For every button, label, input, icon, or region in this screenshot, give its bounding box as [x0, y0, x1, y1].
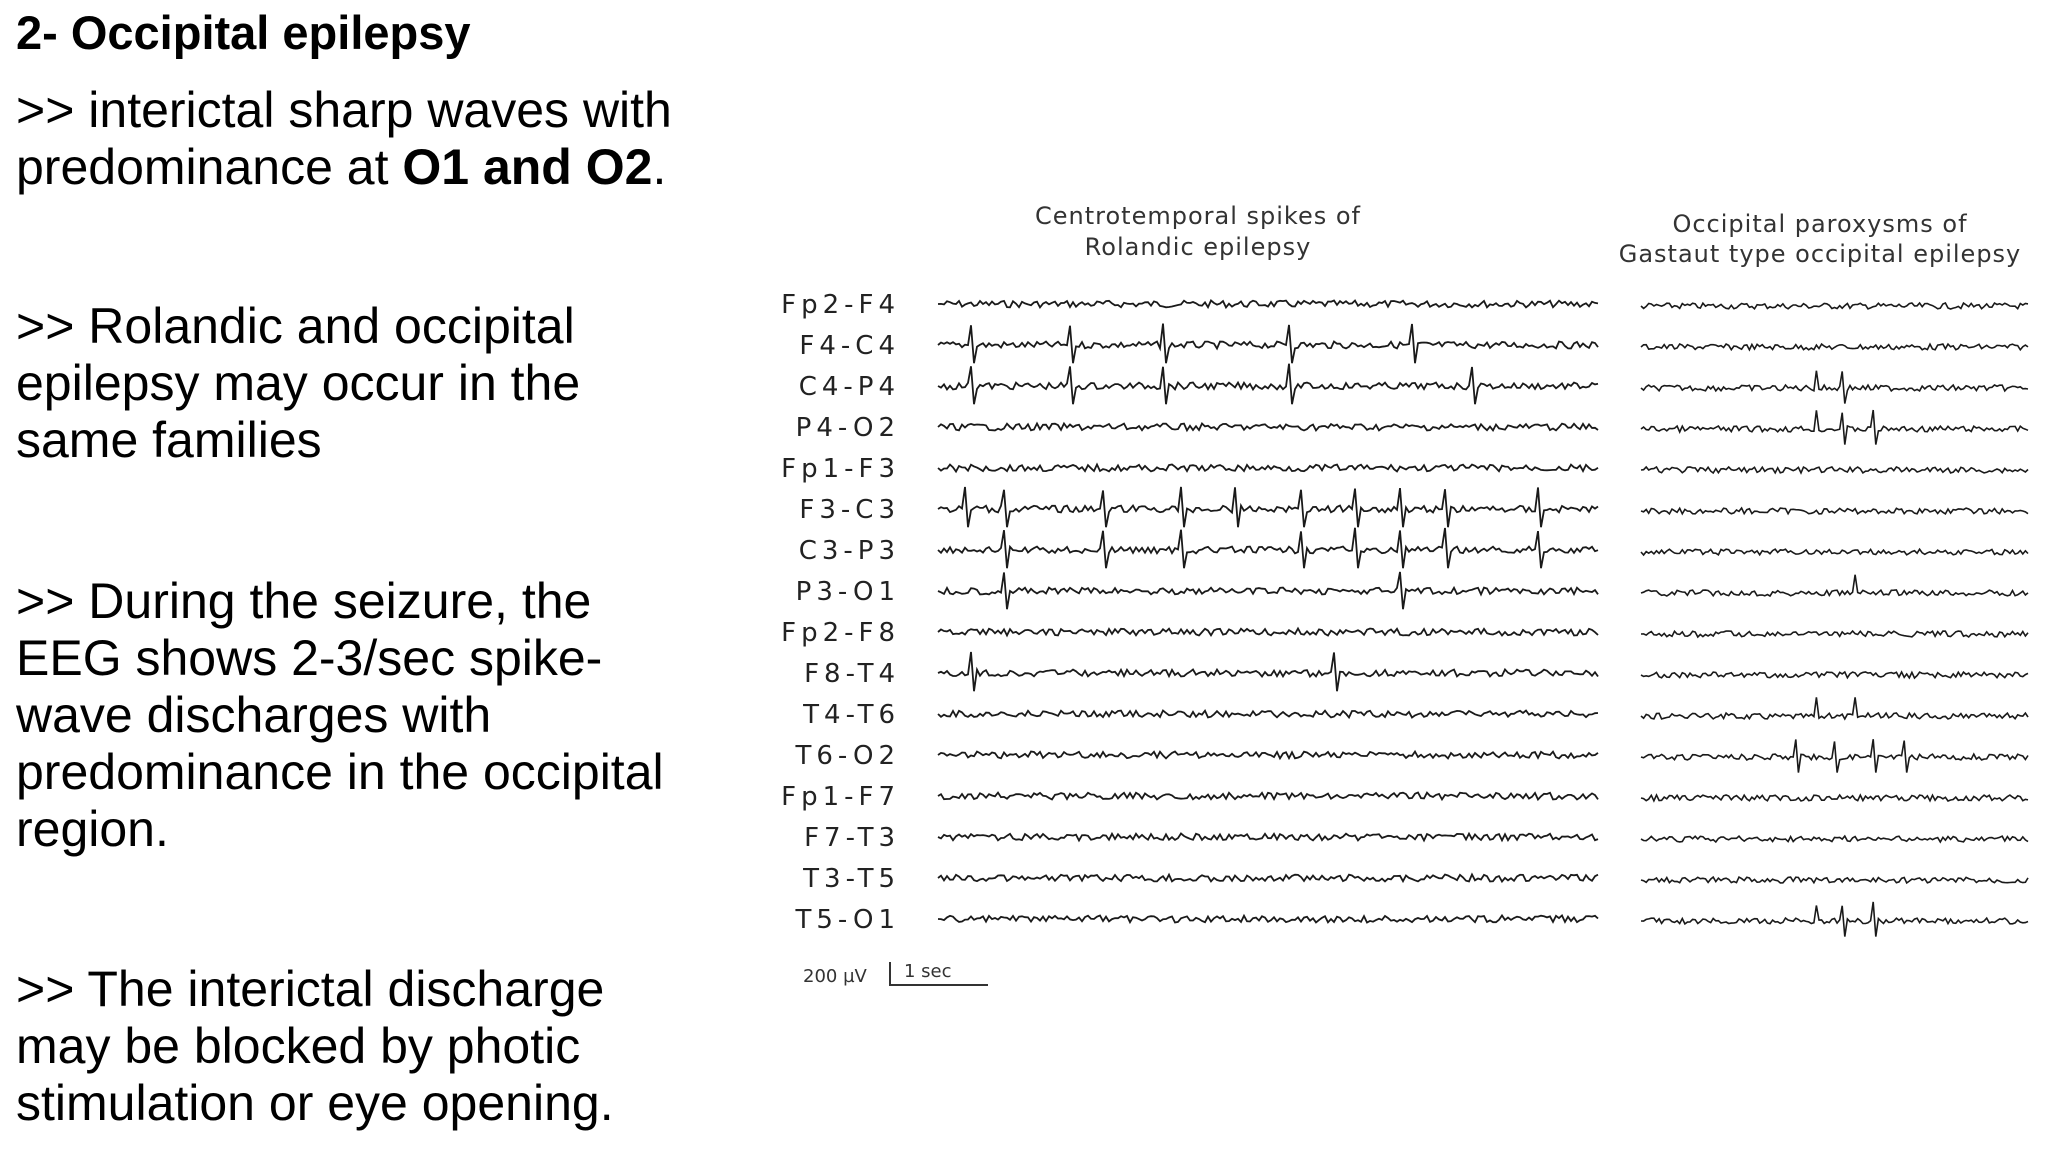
eeg-trace-fp1-f3 — [1640, 465, 2029, 475]
eeg-trace-p4-o2 — [1640, 409, 2029, 445]
channel-label: F8-T4 — [804, 659, 900, 689]
eeg-trace-t3-t5 — [937, 872, 1599, 884]
eeg-trace-fp1-f7 — [937, 791, 1599, 802]
eeg-trace-p3-o1 — [1640, 574, 2029, 598]
rolandic-eeg-traces — [937, 299, 1599, 925]
eeg-trace-f4-c4 — [1640, 342, 2029, 352]
eeg-trace-fp2-f8 — [1640, 629, 2029, 639]
bullet-line: same families — [16, 412, 322, 468]
channel-label: T5-O1 — [794, 905, 900, 935]
eeg-figure: Centrotemporal spikes of Rolandic epilep… — [781, 202, 2029, 987]
bullet-line: >> The interictal discharge — [16, 961, 605, 1017]
eeg-trace-c3-p3 — [1640, 547, 2029, 557]
channel-labels: Fp2-F4F4-C4C4-P4P4-O2Fp1-F3F3-C3C3-P3P3-… — [781, 290, 900, 935]
eeg-trace-f7-t3 — [1640, 834, 2029, 844]
channel-label: C4-P4 — [799, 372, 900, 402]
bullet-line: >> interictal sharp waves with — [16, 82, 672, 138]
eeg-trace-c3-p3 — [937, 527, 1599, 569]
eeg-trace-fp1-f7 — [1640, 793, 2029, 803]
channel-label: F4-C4 — [799, 331, 900, 361]
eeg-trace-fp2-f4 — [937, 299, 1599, 310]
bullet-line: EEG shows 2-3/sec spike- — [16, 630, 603, 686]
eeg-trace-t3-t5 — [1640, 875, 2029, 885]
eeg-trace-f8-t4 — [1640, 670, 2029, 680]
eeg-trace-c4-p4 — [937, 363, 1599, 405]
eeg-trace-p3-o1 — [937, 571, 1599, 610]
channel-label: F3-C3 — [799, 495, 900, 525]
eeg-trace-t5-o1 — [1640, 901, 2029, 937]
bullet-line: wave discharges with — [16, 687, 492, 743]
bullet-bold-text: O1 and O2 — [402, 139, 653, 195]
eeg-trace-f3-c3 — [937, 486, 1599, 528]
eeg-trace-f3-c3 — [1640, 506, 2029, 516]
bullet-text: predominance at — [16, 139, 403, 195]
bullet-rolandic-occipital: >> Rolandic and occipital epilepsy may o… — [16, 298, 746, 469]
bullet-line: may be blocked by photic — [16, 1018, 581, 1074]
occipital-eeg-traces — [1640, 301, 2029, 937]
bullet-text: . — [652, 139, 667, 195]
left-caption-line-1: Centrotemporal spikes of — [1035, 202, 1361, 230]
eeg-trace-t6-o2 — [1640, 739, 2029, 773]
bullet-line: region. — [16, 801, 169, 857]
scale-amplitude-label: 200 µV — [803, 966, 868, 987]
right-caption-line-1: Occipital paroxysms of — [1672, 210, 1967, 238]
channel-label: P3-O1 — [796, 577, 900, 607]
bullet-during-seizure: >> During the seizure, the EEG shows 2-3… — [16, 573, 746, 858]
eeg-trace-fp2-f8 — [937, 626, 1599, 638]
eeg-trace-f4-c4 — [937, 323, 1599, 364]
eeg-trace-t6-o2 — [937, 749, 1599, 761]
channel-label: Fp1-F7 — [781, 782, 900, 812]
channel-label: Fp1-F3 — [781, 454, 900, 484]
calibration-scale: 200 µV 1 sec — [803, 961, 988, 987]
left-caption-line-2: Rolandic epilepsy — [1085, 233, 1312, 261]
eeg-trace-f8-t4 — [937, 651, 1599, 692]
eeg-trace-t4-t6 — [1640, 697, 2029, 721]
scale-time-label: 1 sec — [904, 961, 952, 982]
channel-label: P4-O2 — [796, 413, 900, 443]
bullet-line: epilepsy may occur in the — [16, 355, 581, 411]
eeg-trace-p4-o2 — [937, 421, 1599, 433]
channel-label: Fp2-F8 — [781, 618, 900, 648]
bullet-line: stimulation or eye opening. — [16, 1075, 614, 1131]
channel-label: Fp2-F4 — [781, 290, 900, 320]
bullet-line: predominance at O1 and O2. — [16, 139, 746, 196]
eeg-trace-f7-t3 — [937, 831, 1599, 843]
eeg-trace-c4-p4 — [1640, 370, 2029, 404]
slide-title: 2- Occipital epilepsy — [16, 6, 471, 59]
eeg-trace-fp1-f3 — [937, 462, 1599, 474]
bullet-interictal-blocked: >> The interictal discharge may be block… — [16, 961, 746, 1132]
right-caption-line-2: Gastaut type occipital epilepsy — [1619, 240, 2022, 268]
eeg-trace-t4-t6 — [937, 708, 1599, 720]
eeg-trace-t5-o1 — [937, 913, 1599, 925]
bullet-interictal-sharp-waves: >> interictal sharp waves with predomina… — [16, 82, 746, 196]
channel-label: T4-T6 — [802, 700, 900, 730]
eeg-trace-fp2-f4 — [1640, 301, 2029, 311]
channel-label: F7-T3 — [804, 823, 900, 853]
bullet-line: predominance in the occipital — [16, 744, 664, 800]
scale-bar — [889, 962, 988, 986]
bullet-line: >> During the seizure, the — [16, 573, 592, 629]
channel-label: C3-P3 — [799, 536, 900, 566]
channel-label: T3-T5 — [802, 864, 900, 894]
bullet-line: >> Rolandic and occipital — [16, 298, 575, 354]
channel-label: T6-O2 — [794, 741, 900, 771]
